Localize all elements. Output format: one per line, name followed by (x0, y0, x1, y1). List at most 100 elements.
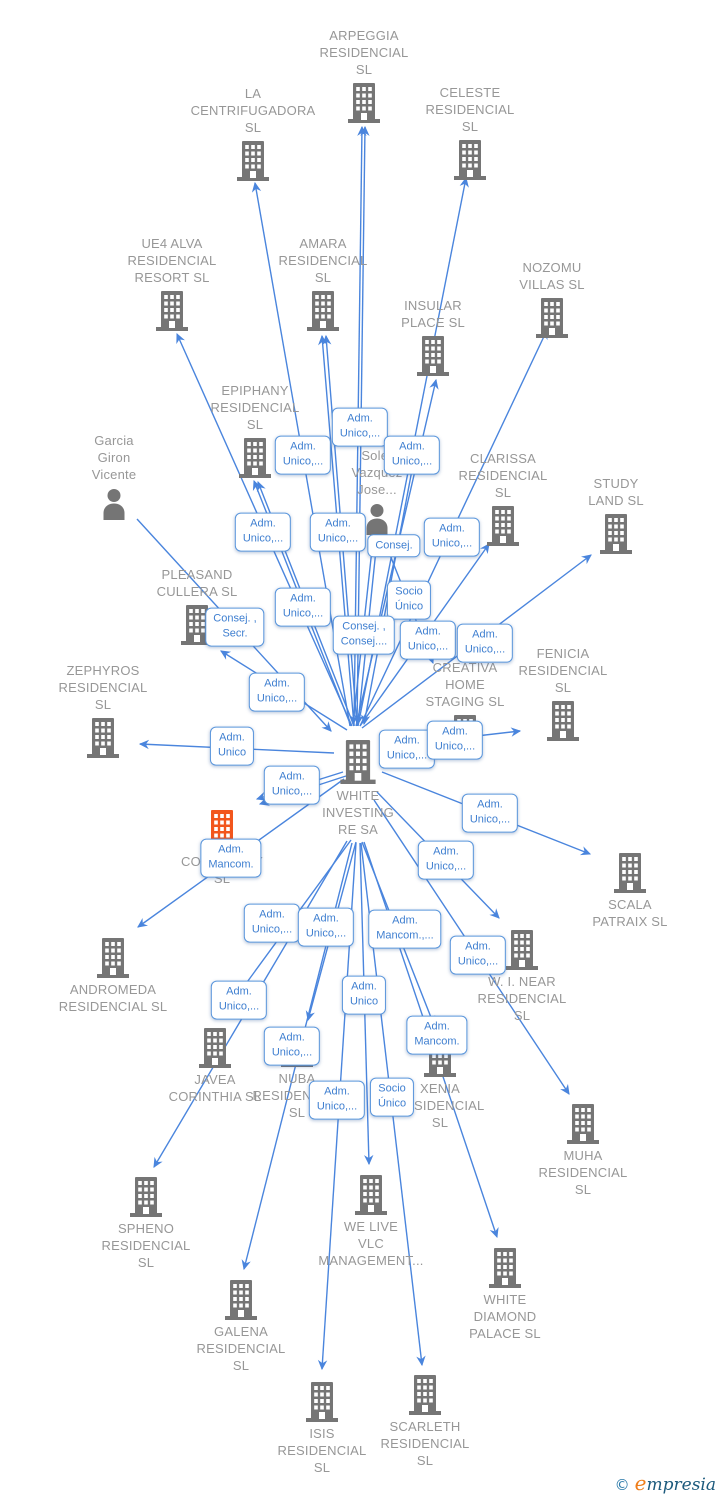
node-arpeggia-residencial-sl[interactable]: ARPEGGIA RESIDENCIAL SL (320, 28, 408, 123)
building-icon (197, 1028, 233, 1068)
node-celeste-residencial-sl[interactable]: CELESTE RESIDENCIAL SL (426, 85, 514, 180)
person-icon (362, 503, 392, 535)
node-label: JAVEA CORINTHIA SL (168, 1072, 262, 1104)
node-creativa-home-staging-sl[interactable]: CREATIVA HOME STAGING SL (425, 660, 504, 755)
edge-label[interactable]: Adm. Unico,... (331, 407, 389, 447)
edge-label[interactable]: Adm. Unico,... (461, 793, 519, 833)
node-pleasand-cullera-sl[interactable]: PLEASAND CULLERA SL (157, 567, 237, 645)
node-label: Garcia Giron Vicente (91, 433, 137, 483)
edge-label[interactable]: Adm. Unico,... (297, 907, 355, 947)
node-la-centrifugadora-sl[interactable]: LA CENTRIFUGADORA SL (191, 86, 315, 181)
building-icon (452, 140, 488, 180)
node-label: ZEPHYROS RESIDENCIAL SL (58, 663, 148, 713)
node-label: GALENA RESIDENCIAL SL (196, 1324, 286, 1373)
node-garcia-giron-vicente[interactable]: Garcia Giron Vicente (92, 433, 136, 520)
node-label: W. I. NEAR RESIDENCIAL SL (477, 974, 567, 1023)
edge-label[interactable]: Adm. Unico,... (456, 623, 514, 663)
edge-label[interactable]: Consej. , Secr. (205, 607, 265, 647)
building-icon (237, 438, 273, 478)
node-label: STUDY LAND SL (588, 476, 644, 509)
edge-label[interactable]: Adm. Unico,... (263, 1026, 321, 1066)
building-icon (487, 1248, 523, 1288)
edge-label[interactable]: Adm. Unico,... (399, 620, 457, 660)
building-icon (128, 1177, 164, 1217)
node-label: CLARISSA RESIDENCIAL SL (458, 451, 548, 501)
node-epiphany-residencial-sl[interactable]: EPIPHANY RESIDENCIAL SL (211, 383, 299, 478)
node-we-live-vlc-management[interactable]: WE LIVE VLC MANAGEMENT... (318, 1175, 423, 1268)
node-label: EPIPHANY RESIDENCIAL SL (210, 383, 300, 433)
node-javea-corinthia-sl[interactable]: JAVEA CORINTHIA SL (169, 1028, 261, 1104)
edge-label[interactable]: Adm. Unico,... (210, 980, 268, 1020)
node-label: CREATIVA HOME STAGING SL (425, 660, 505, 710)
building-icon (485, 506, 521, 546)
node-label: CELESTE RESIDENCIAL SL (425, 85, 515, 135)
edge-label[interactable]: Socio Único (369, 1077, 415, 1117)
edge-label[interactable]: Adm. Unico,... (274, 435, 332, 475)
node-galena-residencial-sl[interactable]: GALENA RESIDENCIAL SL (197, 1280, 285, 1373)
node-label: XENIA RESIDENCIAL SL (395, 1081, 485, 1130)
node-insular-place-sl[interactable]: INSULAR PLACE SL (401, 298, 465, 376)
node-andromeda-residencial-sl[interactable]: ANDROMEDA RESIDENCIAL SL (59, 938, 167, 1014)
node-zephyros-residencial-sl[interactable]: ZEPHYROS RESIDENCIAL SL (59, 663, 147, 758)
node-amara-residencial-sl[interactable]: AMARA RESIDENCIAL SL (279, 236, 367, 331)
node-label: WE LIVE VLC MANAGEMENT... (318, 1219, 424, 1268)
building-icon (305, 291, 341, 331)
edge-label[interactable]: Adm. Unico,... (383, 435, 441, 475)
building-icon (545, 701, 581, 741)
brand-name: empresia (635, 1471, 716, 1495)
edge-label[interactable]: Socio Único (386, 580, 432, 620)
node-w-i-near-residencial-sl[interactable]: W. I. NEAR RESIDENCIAL SL (478, 930, 566, 1023)
edge-label[interactable]: Adm. Unico,... (309, 512, 367, 552)
building-icon (504, 930, 540, 970)
brand-rest: mpresia (646, 1475, 717, 1495)
node-ue4-alva-residencial-resort-sl[interactable]: UE4 ALVA RESIDENCIAL RESORT SL (128, 236, 216, 331)
edge-label[interactable]: Adm. Unico,... (274, 587, 332, 627)
edge-label[interactable]: Adm. Unico,... (248, 672, 306, 712)
node-study-land-sl[interactable]: STUDY LAND SL (588, 476, 644, 554)
node-label: INSULAR PLACE SL (401, 298, 465, 331)
node-nozomu-villas-sl[interactable]: NOZOMU VILLAS SL (519, 260, 585, 338)
node-label: UE4 ALVA RESIDENCIAL RESORT SL (127, 236, 217, 286)
node-scala-patraix-sl[interactable]: SCALA PATRAIX SL (592, 853, 667, 929)
edge-label[interactable]: Adm. Mancom. (406, 1015, 468, 1055)
building-icon (223, 1280, 259, 1320)
node-label: MUHA RESIDENCIAL SL (538, 1148, 628, 1197)
building-icon (85, 718, 121, 758)
copyright-icon: © (614, 1476, 630, 1494)
edge-label[interactable]: Adm. Unico,... (308, 1080, 366, 1120)
node-soler-vazquez-jose[interactable]: Soler Vazquez Jose... (351, 448, 402, 535)
building-icon (415, 336, 451, 376)
edge-label[interactable]: Adm. Unico,... (417, 840, 475, 880)
edge-label[interactable]: Adm. Unico,... (449, 935, 507, 975)
node-white-investing-re-sa[interactable]: WHITE INVESTING RE SA (322, 740, 394, 837)
node-scarleth-residencial-sl[interactable]: SCARLETH RESIDENCIAL SL (381, 1375, 469, 1468)
edge-label[interactable]: Adm. Unico,... (243, 903, 301, 943)
edge-label[interactable]: Consej. , Consej.... (332, 615, 396, 655)
building-icon (338, 740, 378, 784)
building-icon (154, 291, 190, 331)
node-label: AMARA RESIDENCIAL SL (278, 236, 368, 286)
building-icon (407, 1375, 443, 1415)
node-clarissa-residencial-sl[interactable]: CLARISSA RESIDENCIAL SL (459, 451, 547, 546)
edge-label[interactable]: Consej. (367, 534, 421, 558)
node-white-diamond-palace-sl[interactable]: WHITE DIAMOND PALACE SL (469, 1248, 541, 1341)
edge-label[interactable]: Adm. Mancom. (200, 838, 262, 878)
node-label: NOZOMU VILLAS SL (519, 260, 585, 293)
edge-label[interactable]: Adm. Unico,... (423, 517, 481, 557)
edge-label[interactable]: Adm. Unico (209, 726, 255, 766)
edge-label[interactable]: Adm. Unico,... (426, 720, 484, 760)
empresia-logo[interactable]: © empresia (615, 1471, 716, 1495)
building-icon (565, 1104, 601, 1144)
edge-label[interactable]: Adm. Unico (341, 975, 387, 1015)
node-muha-residencial-sl[interactable]: MUHA RESIDENCIAL SL (539, 1104, 627, 1197)
node-spheno-residencial-sl[interactable]: SPHENO RESIDENCIAL SL (102, 1177, 190, 1270)
edge-label[interactable]: Adm. Unico,... (378, 729, 436, 769)
edge-label[interactable]: Adm. Unico,... (263, 765, 321, 805)
edge-label[interactable]: Adm. Unico,... (234, 512, 292, 552)
node-isis-residencial-sl[interactable]: ISIS RESIDENCIAL SL (278, 1382, 366, 1475)
person-icon (99, 488, 129, 520)
node-xenia-residencial-sl[interactable]: XENIA RESIDENCIAL SL (396, 1037, 484, 1130)
edge-label[interactable]: Adm. Mancom.,... (368, 909, 442, 949)
node-fenicia-residencial-sl[interactable]: FENICIA RESIDENCIAL SL (519, 646, 607, 741)
